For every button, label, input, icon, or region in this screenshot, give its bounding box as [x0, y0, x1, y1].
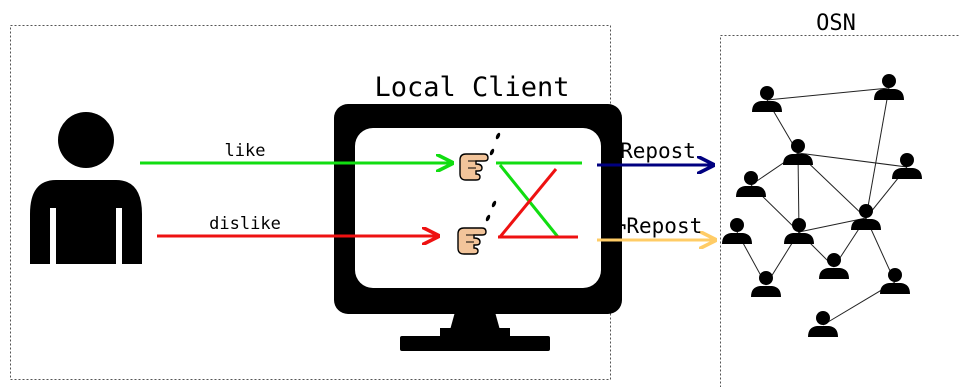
switch-lines: [496, 161, 582, 239]
user-silhouette-icon: [30, 112, 142, 264]
like-label: like: [225, 141, 266, 161]
person-node-icon: [819, 253, 849, 279]
person-node-icon: [751, 271, 781, 297]
person-node-icon: [752, 86, 782, 112]
person-node-icon: [892, 153, 922, 179]
repost-label: Repost: [620, 139, 696, 163]
person-node-icon: [736, 171, 766, 197]
osn-frame: [720, 35, 960, 387]
person-node-icon: [874, 74, 904, 100]
person-node-icon: [783, 139, 813, 165]
network-edge: [865, 87, 890, 219]
person-node-icon: [808, 311, 838, 337]
local-client-title: Local Client: [374, 72, 569, 103]
not-repost-label: ¬Repost: [614, 214, 703, 238]
network-edge: [798, 217, 867, 233]
person-node-icon: [784, 218, 814, 244]
dislike-label: dislike: [209, 214, 281, 234]
person-node-icon: [851, 204, 881, 230]
pointing-hand-icon: [459, 132, 501, 181]
osn-title: OSN: [816, 11, 856, 36]
pointing-hand-icon: [457, 200, 497, 255]
network-edges: [736, 87, 908, 326]
network-nodes: [722, 74, 922, 337]
monitor-icon: [334, 104, 622, 351]
person-node-icon: [722, 218, 752, 244]
network-edge: [766, 87, 890, 101]
network-edge: [797, 152, 908, 168]
person-node-icon: [880, 268, 910, 294]
